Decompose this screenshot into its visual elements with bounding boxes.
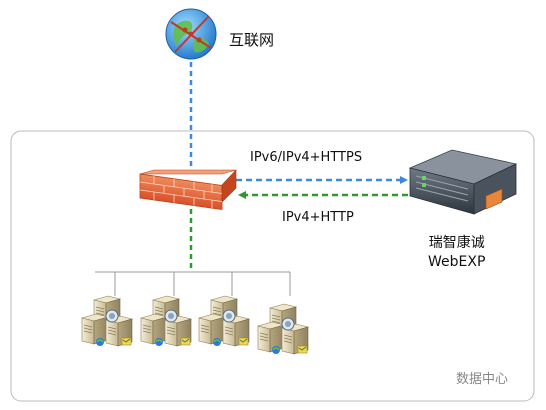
- globe-icon: [165, 8, 217, 60]
- product-name-line2: WebEXP: [428, 254, 486, 270]
- product-name: 瑞智康诚 WebEXP: [428, 234, 485, 272]
- firewall-icon: [139, 169, 237, 210]
- server-cluster-icon: [258, 304, 308, 354]
- inbound-protocol-label: IPv4+HTTP: [282, 210, 354, 225]
- server-appliance-icon: [408, 149, 518, 215]
- datacenter-label: 数据中心: [456, 372, 509, 387]
- lan-bus: [95, 271, 291, 296]
- outbound-protocol-label: IPv6/IPv4+HTTPS: [250, 150, 363, 165]
- internet-label: 互联网: [229, 31, 275, 49]
- server-cluster-icon: [82, 296, 132, 346]
- server-cluster-icon: [141, 296, 191, 346]
- product-name-line1: 瑞智康诚: [428, 235, 485, 251]
- server-cluster-icon: [199, 296, 249, 346]
- datacenter-boundary: [10, 130, 535, 402]
